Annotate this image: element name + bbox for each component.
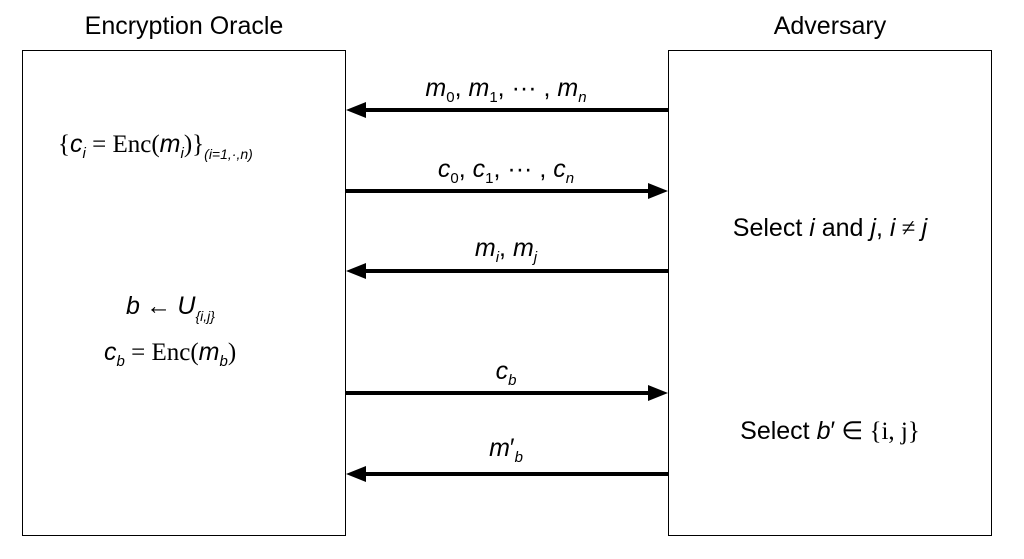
sub-i: i [495,249,500,266]
sub-1: 1 [489,89,498,106]
sub-b: b [116,353,125,370]
msg-label-cb: cb [346,357,666,389]
var-m: m [489,434,510,462]
index-range: (i=1,·,n) [204,146,253,162]
var-c: c [104,338,117,366]
var-c: c [70,130,83,158]
var-b: b [816,417,831,445]
sub-0: 0 [446,89,455,106]
var-c: c [553,155,566,183]
adversary-box [668,50,992,536]
var-m: m [512,234,534,262]
equals: = [124,339,152,366]
comma: , [875,214,890,242]
arrow-mi-mj [346,263,668,279]
sub-i: i [180,145,184,162]
var-U: U [177,292,196,320]
var-b: b [126,292,140,320]
msg-label-mb-prime: m′b [346,434,666,466]
var-m: m [198,338,220,366]
var-c: c [495,357,509,385]
brace-open: { [58,131,70,158]
msg-label-ciphertexts: c0, c1, ··· , cn [346,155,666,187]
adversary-select-bprime: Select b′ ∈ {i, j} [668,416,992,446]
var-m: m [468,74,490,102]
var-c: c [472,155,486,183]
prime: ′ [509,434,515,462]
separator: , [454,74,469,102]
var-m: m [474,234,496,262]
sub-n: n [578,89,587,106]
set-ij: {i, j} [869,418,920,445]
sub-1: 1 [485,170,494,187]
sample-arrow: ← [139,293,178,320]
separator: , [458,155,473,183]
paren-close: ) [183,131,193,158]
word-and: and [814,214,871,242]
ellipsis: , ··· , [497,74,558,102]
var-m: m [159,130,181,158]
word-select: Select [740,417,817,445]
brace-close: } [192,131,205,158]
msg-label-mi-mj: mi, mj [346,234,666,266]
adversary-title: Adversary [773,12,887,40]
sub-0: 0 [450,170,459,187]
sub-b: b [508,372,517,389]
arrow-plaintexts [346,102,668,118]
var-j: j [870,214,876,242]
sub-i: i [82,145,86,162]
equals: = [85,131,113,158]
var-j: j [921,214,928,242]
msg-label-plaintexts: m0, m1, ··· , mn [346,74,666,106]
arrow-mb-prime [346,466,668,482]
separator: , [499,234,513,262]
prime: ′ [830,417,836,445]
arrow-cb [346,385,668,401]
oracle-encrypt-b: cb = Enc(mb) [104,338,236,370]
var-m: m [557,74,579,102]
ellipsis: , ··· , [493,155,554,183]
enc-function: Enc( [151,339,199,366]
arrow-ciphertexts [346,183,668,199]
sub-b: b [514,449,523,466]
var-i: i [889,214,896,242]
set-ij: {i,j} [195,308,215,324]
sub-n: n [565,170,575,187]
sub-j: j [533,249,538,266]
element-of: ∈ [835,418,870,445]
var-m: m [425,74,447,102]
word-select: Select [732,214,810,242]
oracle-title: Encryption Oracle [84,12,284,40]
oracle-sample-b: b ← U{i,j} [126,292,215,324]
adversary-select-ij: Select i and j, i ≠ j [668,214,992,243]
var-c: c [437,155,451,183]
not-equal: ≠ [895,215,922,242]
paren-close: ) [227,339,237,366]
oracle-box [22,50,346,536]
oracle-encrypt-all: {ci = Enc(mi)}(i=1,·,n) [58,130,253,162]
sub-b: b [219,353,228,370]
var-i: i [809,214,815,242]
enc-function: Enc( [112,131,160,158]
